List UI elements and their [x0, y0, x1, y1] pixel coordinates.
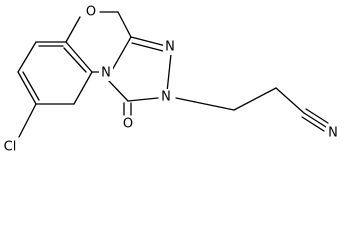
bond-ch2-ch2: [233, 87, 277, 111]
bond-carbonyl-c-n-bridge: [107, 79, 129, 102]
bond-c3a-n-bridge: [110, 36, 132, 73]
bond-benzene-c8a-c4a-inner: [63, 47, 87, 73]
atom-nitrogen-nitrile: N: [326, 125, 341, 141]
atom-oxygen-ring: O: [84, 4, 98, 20]
bond-n-upper-n-sub: [166, 53, 172, 93]
oxygen-ring-label: O: [86, 5, 96, 20]
bond-c7-cl: [18, 103, 37, 138]
nitrogen-bridge-label: N: [101, 66, 111, 81]
molecule-diagram: O Cl N N N O N: [0, 4, 341, 155]
atom-nitrogen-upper: N: [163, 39, 177, 55]
atom-nitrogen-bridge: N: [99, 65, 113, 81]
bond-nitrile-1: [303, 112, 327, 128]
atom-nitrogen-substituted: N: [159, 89, 173, 105]
bond-benzene-c8-c8a: [73, 71, 93, 105]
bond-nitrile-3: [305, 108, 329, 124]
bond-n-sub-carbonyl-c: [127, 97, 159, 102]
cyanoethyl-chain: [175, 87, 329, 132]
bond-benzene-c6-c7: [17, 71, 37, 105]
nitrogen-upper-label: N: [165, 40, 175, 55]
bond-c3a-n-upper: [130, 36, 167, 47]
nitrogen-substituted-label: N: [161, 90, 171, 105]
carbonyl-group: [123, 102, 132, 116]
bond-c4a-o: [65, 16, 81, 43]
atom-chlorine: Cl: [0, 139, 20, 155]
benzene-ring: [17, 41, 93, 105]
atom-oxygen-carbonyl: O: [121, 116, 135, 132]
bond-n-ch2: [175, 97, 235, 111]
bond-benzene-c8a-c4a: [65, 41, 93, 73]
nitrogen-nitrile-label: N: [328, 126, 338, 141]
bond-ch2-cn: [275, 87, 305, 114]
triazolone-ring: [107, 36, 172, 102]
bond-ch2-c3a: [117, 11, 132, 38]
bond-benzene-c6-c7-inner: [22, 71, 40, 101]
chlorine-label: Cl: [4, 140, 17, 155]
bond-nitrile-2: [301, 116, 325, 132]
oxygen-carbonyl-label: O: [123, 117, 133, 132]
oxazine-ring: [65, 11, 132, 73]
bond-c3a-n-upper-inner: [131, 42, 164, 52]
bond-benzene-c5-c6: [17, 41, 37, 73]
